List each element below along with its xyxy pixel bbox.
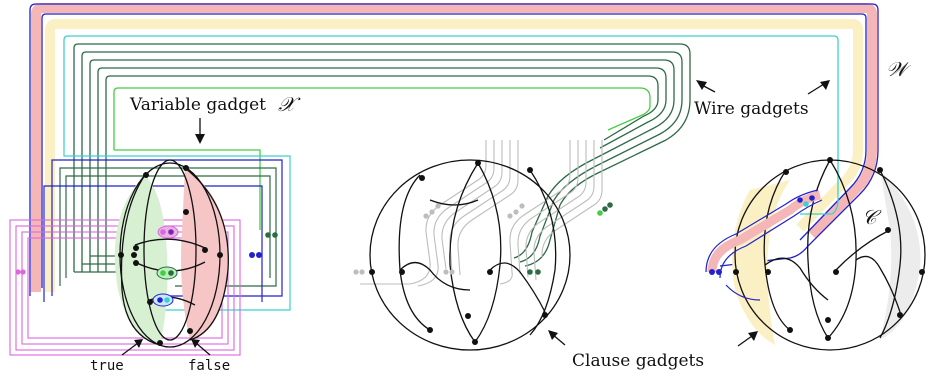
variable-gadget-symbol: 𝒳 (278, 92, 301, 116)
left-wire-rects (43, 150, 291, 311)
false-arrow (195, 342, 211, 356)
false-label: false (188, 358, 230, 374)
clause-gadgets-label: Clause gadgets (572, 351, 704, 371)
clause-symbol: 𝒞 (862, 205, 882, 229)
true-arrow (121, 342, 139, 356)
wire-gadgets-label: Wire gadgets (694, 99, 809, 119)
clause-arrow-right (737, 335, 753, 347)
outer-wire-bands (29, 2, 879, 296)
wire-symbol: 𝒲 (886, 57, 912, 81)
blue-wire-outer (29, 3, 879, 296)
right-clause-gadget (705, 157, 926, 351)
variable-gadget-label: Variable gadget (129, 95, 266, 115)
annotations: Variable gadget 𝒳 Wire gadgets 𝒲 Clause … (90, 57, 912, 374)
middle-clause-gadget (353, 140, 613, 351)
blue-wire-inner (41, 13, 867, 288)
wire-arrow-right (807, 83, 825, 95)
pink-wire-band (31, 2, 877, 292)
clause-yellow-region (732, 180, 790, 345)
grey-wire-bundle (360, 140, 603, 287)
true-region (114, 175, 168, 345)
true-label: true (90, 358, 124, 374)
variable-gadget (15, 159, 278, 348)
yellow-wire-band (45, 19, 863, 292)
cyan-wire (63, 35, 839, 215)
